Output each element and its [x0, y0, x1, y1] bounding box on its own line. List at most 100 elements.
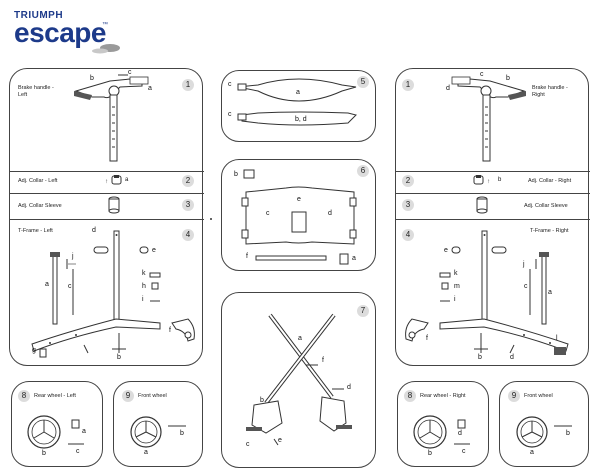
step8-badge: 8 [18, 390, 30, 402]
step4-letter-d: d [92, 227, 96, 234]
step9r-badge: 9 [508, 390, 520, 402]
step4-letter-f: f [169, 327, 171, 334]
step4-letter-i: i [142, 296, 144, 303]
step1r-letter-d: d [446, 85, 450, 92]
step6-letter-f: f [246, 253, 248, 260]
step4-letter-e: e [152, 247, 156, 254]
step2-label: Adj. Collar - Left [18, 178, 58, 184]
brake-handle-right-icon [451, 76, 526, 162]
step8-letter-c: c [76, 448, 80, 455]
brake-handle-left-icon [74, 74, 149, 162]
step1-letter-c: c [128, 69, 132, 76]
brand-line1: TRIUMPH [14, 10, 64, 21]
step4r-letter-d: d [510, 354, 514, 361]
step8r-letter-b: b [428, 450, 432, 457]
step4-letter-h: h [142, 283, 146, 290]
front-wheel-right-icon [516, 416, 572, 448]
step7-letter-c: c [246, 441, 250, 448]
step9-label: Front wheel [138, 393, 167, 399]
step4r-letter-l: l [556, 335, 558, 342]
logo-swoosh-icon [92, 44, 120, 54]
step2r-label: Adj. Collar - Right [528, 178, 572, 184]
divider [10, 193, 204, 194]
step5-panel: 5 c a c b, d [221, 70, 376, 142]
brand-logo: TRIUMPH escape ™ [14, 10, 120, 54]
step9r-label: Front wheel [524, 393, 553, 399]
svg-text:↑: ↑ [105, 179, 108, 185]
step2-letter-a: a [125, 177, 129, 183]
step9-letter-a: a [144, 449, 148, 456]
step4-letter-b: b [117, 354, 121, 361]
divider [396, 219, 590, 220]
step3r-label: Adj. Collar Sleeve [524, 203, 568, 209]
step8r-panel: 8 Rear wheel - Right d b c [397, 381, 489, 467]
step4-badge: 4 [182, 229, 194, 241]
step8-panel: 8 Rear wheel - Left a b c [11, 381, 103, 467]
step1r-badge: 1 [402, 79, 414, 91]
svg-text:↑: ↑ [487, 179, 490, 185]
divider [10, 219, 204, 220]
right-assembly-panel: 1 Brake handle - Right d c b 2 Adj. Coll… [395, 68, 590, 366]
step3-badge: 3 [182, 199, 194, 211]
cross-frame-icon [246, 313, 352, 446]
step6-letter-b: b [234, 171, 238, 178]
step2r-letter-b: b [498, 177, 502, 183]
step4r-letter-f: f [426, 335, 428, 342]
step4-letter-a: a [45, 281, 49, 288]
rear-wheel-right-icon [413, 415, 470, 449]
step3r-badge: 3 [402, 199, 414, 211]
t-frame-left-icon [31, 230, 195, 358]
step4r-badge: 4 [402, 229, 414, 241]
t-frame-right-icon [405, 230, 569, 355]
step7-letter-d: d [347, 384, 351, 391]
step2r-badge: 2 [402, 175, 414, 187]
step4-label: T-Frame - Left [18, 228, 53, 234]
step7-panel: 7 a f d b e c [221, 292, 376, 468]
step8r-letter-d: d [458, 430, 462, 437]
step6-panel: 6 b c e d f a [221, 159, 376, 271]
step4r-letter-k: k [454, 270, 458, 277]
step4-letter-j: j [72, 253, 74, 260]
step7-letter-a: a [298, 335, 302, 342]
adj-collar-right-icon: ↑ [473, 175, 490, 185]
step9-panel: 9 Front wheel b a [113, 381, 203, 467]
step4-letter-c: c [68, 283, 72, 290]
front-wheel-icon [130, 416, 186, 448]
step4-letter-g: g [32, 347, 36, 354]
rear-wheel-left-icon [27, 415, 84, 449]
seat-parts-icon [237, 78, 357, 126]
step7-letter-b: b [260, 397, 264, 404]
collar-sleeve-icon [108, 196, 120, 214]
step4r-letter-c: c [524, 283, 528, 290]
step8-letter-a: a [82, 428, 86, 435]
step4r-letter-e: e [444, 247, 448, 254]
step4r-label: T-Frame - Right [530, 228, 569, 234]
step9-letter-b: b [180, 430, 184, 437]
left-assembly-panel: Brake handle - Left 1 b c a Adj. Collar … [9, 68, 204, 366]
step7-letter-e: e [278, 437, 282, 444]
step8r-letter-c: c [462, 448, 466, 455]
brand-line2: escape [14, 17, 106, 48]
step1-letter-b: b [90, 75, 94, 82]
step1-letter-a: a [148, 85, 152, 92]
step6-letter-d: d [328, 210, 332, 217]
trademark: ™ [102, 22, 108, 28]
divider [10, 171, 204, 172]
step5-letter-c2: c [228, 111, 232, 118]
step5-letter-a: a [296, 89, 300, 96]
seat-panel-icon [241, 169, 357, 265]
step1-badge: 1 [182, 79, 194, 91]
step4r-letter-j: j [523, 261, 525, 268]
step5-badge: 5 [357, 76, 369, 88]
step4r-letter-i: i [454, 296, 456, 303]
step9-badge: 9 [122, 390, 134, 402]
step4r-letter-b: b [478, 354, 482, 361]
step6-letter-a: a [352, 255, 356, 262]
step6-badge: 6 [357, 165, 369, 177]
step5-letter-c1: c [228, 81, 232, 88]
step2-badge: 2 [182, 175, 194, 187]
step1r-letter-c: c [480, 71, 484, 78]
step6-letter-c: c [266, 210, 270, 217]
adj-collar-left-icon: ↑ [105, 175, 122, 185]
step8r-label: Rear wheel - Right [420, 393, 466, 399]
